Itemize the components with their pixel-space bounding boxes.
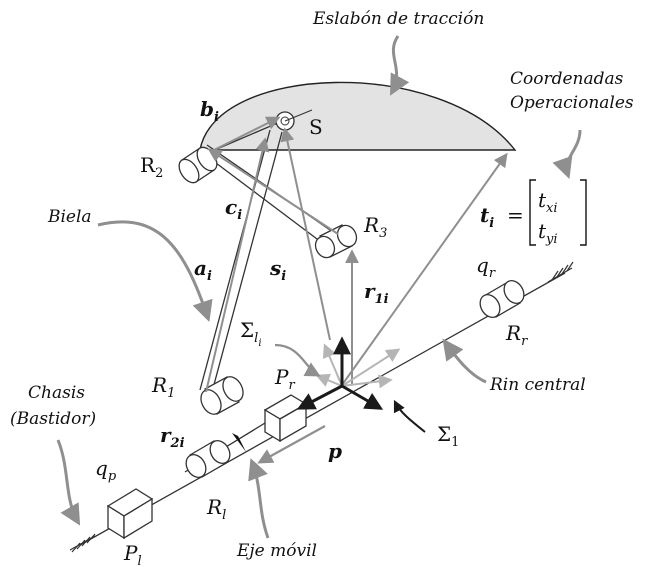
vector-c xyxy=(207,148,339,235)
symbol-p: p xyxy=(328,439,342,463)
pointer-coordenadas xyxy=(552,129,582,179)
symbol-rl: Rl xyxy=(206,495,226,523)
prismatic-pl xyxy=(106,488,154,540)
matrix-bracket-left xyxy=(529,179,536,246)
label-chasis-2: (Bastidor) xyxy=(10,409,96,429)
frame-sigma-1 xyxy=(296,336,384,410)
joint-rl xyxy=(185,440,231,478)
pointer-eslabon xyxy=(390,35,410,96)
symbol-tx: txi xyxy=(538,188,558,216)
symbol-s-joint: S xyxy=(309,115,323,139)
prismatic-pr xyxy=(263,394,308,443)
label-rin-central: Rin central xyxy=(489,375,586,395)
biela-a-bar xyxy=(199,129,283,393)
label-eje-movil: Eje móvil xyxy=(236,541,317,561)
pointer-biela xyxy=(97,220,213,322)
label-coordenadas-2: Operacionales xyxy=(510,93,634,113)
vector-a xyxy=(205,137,270,393)
symbol-a: ai xyxy=(194,256,212,284)
pointer-eje-movil xyxy=(248,458,270,539)
label-coordenadas-1: Coordenadas xyxy=(510,69,624,89)
frame-sigma-l xyxy=(315,343,401,389)
ground-hatch-rim xyxy=(547,261,574,283)
symbol-sigma-1: Σ1 xyxy=(437,422,459,450)
vector-b xyxy=(209,116,281,153)
symbol-sigma-l: Σli xyxy=(240,318,262,349)
pointer-rin-central xyxy=(442,338,487,384)
symbol-qp: qp xyxy=(95,456,117,484)
joint-r2 xyxy=(178,146,218,184)
vector-s xyxy=(280,127,331,341)
symbol-r3: R3 xyxy=(363,213,387,241)
label-eslabon: Eslabón de tracción xyxy=(312,9,484,29)
symbol-r1-joint: R1 xyxy=(151,373,175,401)
symbol-t: ti xyxy=(480,203,494,231)
vector-p xyxy=(257,425,326,464)
pointer-sigma-1 xyxy=(393,399,426,433)
joint-rr xyxy=(479,280,525,318)
symbol-t-equals: = xyxy=(507,203,524,227)
label-biela: Biela xyxy=(47,207,92,227)
traction-link-plate xyxy=(199,81,517,151)
matrix-bracket-right xyxy=(580,179,587,246)
symbol-rr: Rr xyxy=(505,321,528,349)
symbol-r2-vec: r2i xyxy=(160,423,185,451)
symbol-pl: Pl xyxy=(123,541,142,567)
eje-movil-wedge xyxy=(232,433,246,452)
joint-r3 xyxy=(314,224,358,259)
symbol-pr: Pr xyxy=(274,365,295,393)
symbol-b: bi xyxy=(200,97,219,125)
main-axle-line xyxy=(79,272,566,546)
symbol-qr: qr xyxy=(476,253,496,281)
symbol-r1: r1i xyxy=(364,279,389,307)
ground-hatch-chassis xyxy=(69,533,96,553)
symbol-c: ci xyxy=(225,195,242,223)
pointer-sigma-l xyxy=(274,343,321,377)
pointer-chasis xyxy=(56,439,81,526)
symbol-r2: R2 xyxy=(140,153,163,181)
symbol-ty: tyi xyxy=(538,219,558,247)
label-chasis-1: Chasis xyxy=(28,383,85,403)
symbol-s: si xyxy=(269,256,286,284)
joint-r1 xyxy=(200,376,244,415)
s-axis-line xyxy=(284,109,313,122)
vector-t xyxy=(341,152,508,386)
